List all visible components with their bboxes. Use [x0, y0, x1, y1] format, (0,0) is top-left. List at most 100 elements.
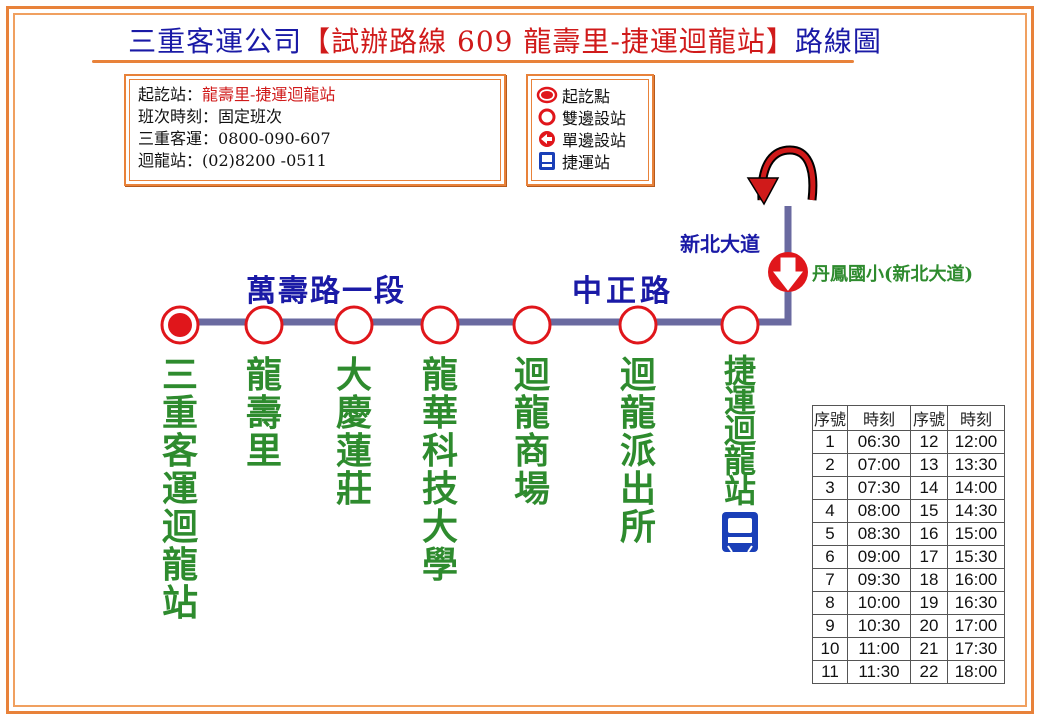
table-cell: 18	[910, 568, 948, 592]
table-cell: 17:00	[947, 614, 1005, 638]
table-cell: 2	[812, 453, 848, 477]
table-cell: 16:00	[947, 568, 1005, 592]
table-cell: 9	[812, 614, 848, 638]
stop-name: 龍華科技大學	[421, 354, 458, 586]
one-way-stop-icon	[539, 131, 555, 147]
side-stop-marker	[768, 252, 808, 292]
table-cell: 06:30	[847, 430, 911, 454]
legend-item-two-way: 雙邊設站	[536, 106, 644, 128]
stop-marker	[334, 305, 374, 345]
mrt-icon	[539, 152, 555, 170]
route-line	[180, 206, 792, 326]
table-cell: 16:30	[947, 591, 1005, 615]
table-cell: 12	[910, 430, 948, 454]
road-label-wanshou: 萬壽路一段	[246, 274, 406, 309]
stop-name: 大慶蓮莊	[335, 354, 372, 510]
table-cell: 19	[910, 591, 948, 615]
table-cell: 1	[812, 430, 848, 454]
legend-box: 起訖點 雙邊設站 單邊設站 捷運站	[526, 74, 654, 186]
info-line-endpoints: 起訖站：龍壽里-捷運迴龍站	[138, 85, 336, 104]
road-label-zhongzheng: 中正路	[572, 274, 674, 309]
stop-marker	[420, 305, 460, 345]
table-cell: 20	[910, 614, 948, 638]
table-cell: 09:00	[847, 545, 911, 569]
title-route: 【試辦路線 609 龍壽里-捷運迴龍站】	[302, 25, 795, 58]
u-turn-arrow-icon	[746, 145, 818, 206]
table-cell: 10	[812, 637, 848, 661]
table-cell: 10:00	[847, 591, 911, 615]
table-cell: 3	[812, 476, 848, 500]
table-cell: 07:00	[847, 453, 911, 477]
table-cell: 5	[812, 522, 848, 546]
schedule-header-row: 序號 時刻 序號 時刻	[812, 405, 1005, 431]
table-cell: 11:30	[847, 660, 911, 684]
title-suffix: 路線圖	[794, 25, 882, 58]
table-cell: 4	[812, 499, 848, 523]
table-cell: 7	[812, 568, 848, 592]
stop-name: 迴龍派出所	[619, 354, 656, 548]
info-line-company-phone: 三重客運：0800-090-607	[138, 129, 331, 148]
info-line-schedule: 班次時刻：固定班次	[138, 107, 283, 126]
legend-item-terminal: 起訖點	[536, 84, 644, 106]
legend-item-one-way: 單邊設站	[536, 128, 644, 150]
mrt-station-icon	[722, 512, 758, 553]
terminal-stop-icon	[536, 86, 558, 104]
table-cell: 08:30	[847, 522, 911, 546]
page-frame	[6, 6, 1034, 714]
table-cell: 08:00	[847, 499, 911, 523]
table-cell: 13:30	[947, 453, 1005, 477]
title-underline	[92, 60, 854, 63]
stop-name-terminal: 三重客運迴龍站	[161, 354, 198, 624]
stop-marker	[618, 305, 658, 345]
table-cell: 13	[910, 453, 948, 477]
table-cell: 15	[910, 499, 948, 523]
table-cell: 14	[910, 476, 948, 500]
table-cell: 16	[910, 522, 948, 546]
info-line-station-phone: 迴龍站：(02)8200 -0511	[138, 151, 327, 170]
table-cell: 18:00	[947, 660, 1005, 684]
table-cell: 21	[910, 637, 948, 661]
table-cell: 6	[812, 545, 848, 569]
table-cell: 07:30	[847, 476, 911, 500]
table-cell: 14:30	[947, 499, 1005, 523]
info-box: 起訖站：龍壽里-捷運迴龍站 班次時刻：固定班次 三重客運：0800-090-60…	[124, 74, 506, 186]
table-cell: 15:30	[947, 545, 1005, 569]
table-cell: 09:30	[847, 568, 911, 592]
stop-marker-terminal	[160, 305, 200, 345]
side-stop-label: 丹鳳國小(新北大道)	[812, 264, 974, 285]
two-way-stop-icon	[538, 108, 556, 126]
stop-marker	[244, 305, 284, 345]
stop-marker	[720, 305, 760, 345]
table-cell: 11	[812, 660, 848, 684]
table-cell: 17:30	[947, 637, 1005, 661]
legend-item-mrt: 捷運站	[536, 150, 644, 172]
stop-marker	[512, 305, 552, 345]
table-cell: 12:00	[947, 430, 1005, 454]
stop-name: 龍壽里	[245, 354, 282, 472]
table-cell: 11:00	[847, 637, 911, 661]
stop-name: 迴龍商場	[513, 354, 550, 510]
table-cell: 17	[910, 545, 948, 569]
table-cell: 8	[812, 591, 848, 615]
table-cell: 22	[910, 660, 948, 684]
page-title: 三重客運公司【試辦路線 609 龍壽里-捷運迴龍站】路線圖	[0, 20, 1010, 60]
stop-name-mrt: 捷運迴龍站	[723, 352, 756, 510]
road-label-xinbei: 新北大道	[680, 232, 760, 256]
table-cell: 14:00	[947, 476, 1005, 500]
title-company: 三重客運公司	[128, 25, 303, 58]
table-cell: 10:30	[847, 614, 911, 638]
table-cell: 15:00	[947, 522, 1005, 546]
